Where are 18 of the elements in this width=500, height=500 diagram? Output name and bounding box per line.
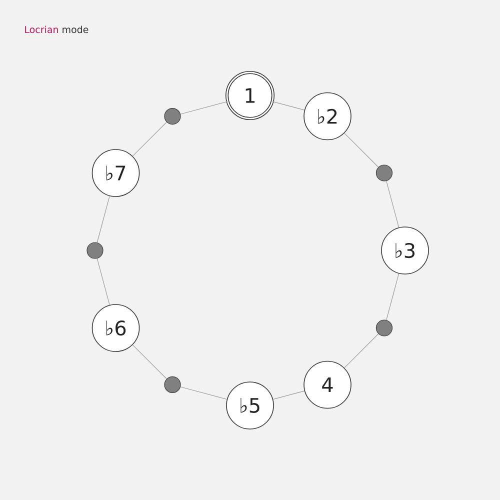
- dot: [164, 108, 181, 125]
- connector-line: [344, 132, 379, 168]
- dot: [164, 376, 181, 394]
- connector-line: [272, 101, 305, 110]
- connector-line: [180, 101, 228, 114]
- title: Locrian mode: [25, 26, 88, 34]
- connector-line: [344, 334, 379, 368]
- dot: [86, 242, 104, 259]
- connector-line: [386, 273, 400, 320]
- connector-line: [96, 196, 110, 243]
- connector-line: [132, 122, 167, 156]
- connector-line: [180, 386, 228, 400]
- connector-line: [272, 390, 305, 400]
- connector-line: [132, 344, 167, 380]
- connector-line: [386, 180, 400, 228]
- dot: [376, 164, 393, 182]
- connector-line: [96, 258, 110, 306]
- dot: [376, 320, 393, 336]
